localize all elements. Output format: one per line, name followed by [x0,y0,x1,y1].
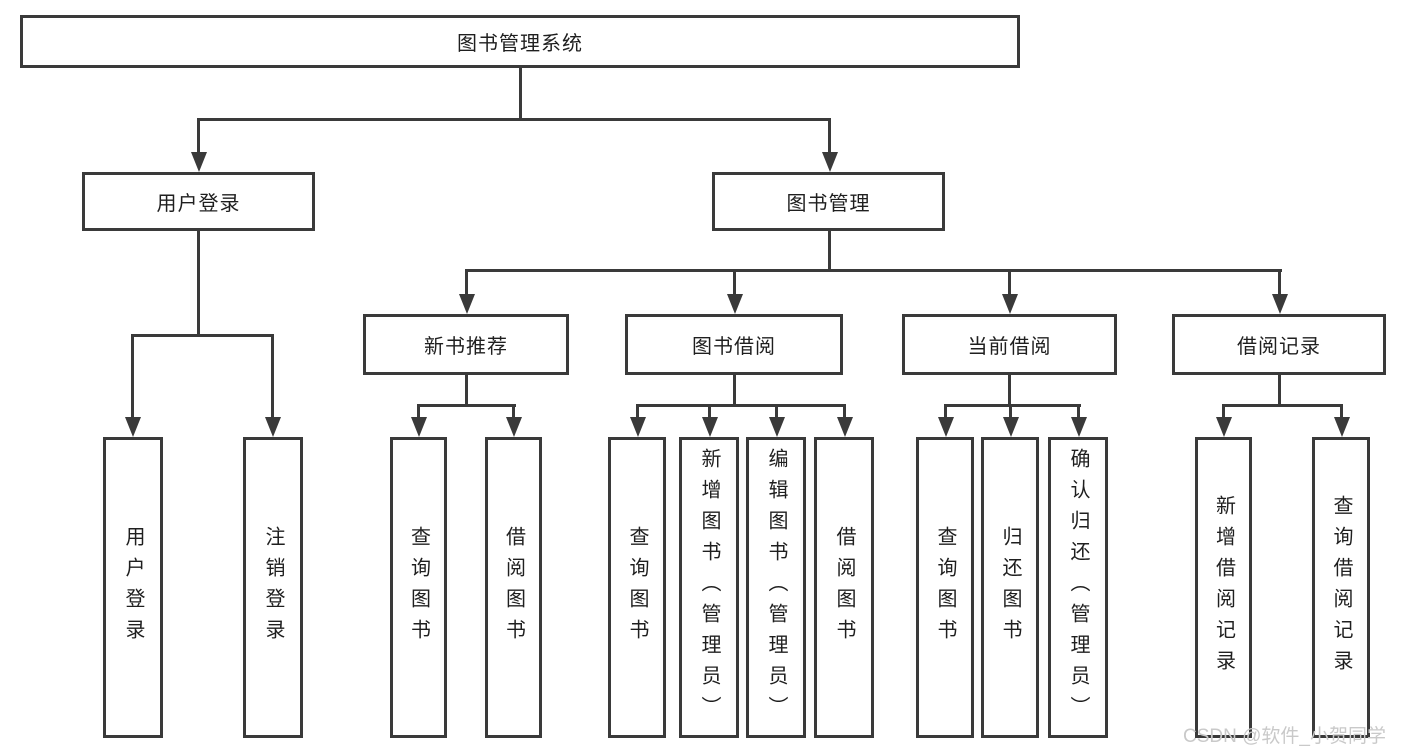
node-label: 新增图书（管理员） [698,448,720,727]
node-label: 图书管理 [786,193,871,215]
leaf-confirm-return-admin: 确认归还（管理员） [1048,437,1108,738]
connector-drop-leaf [1077,404,1080,419]
node-label: 借阅图书 [502,525,525,650]
arrowhead-down-icon [938,417,954,437]
connector-drop-leaf [775,404,778,419]
node-book-management: 图书管理 [712,172,945,231]
node-label: 查询图书 [626,525,648,650]
connector-book-borrow-rail [636,404,846,407]
arrowhead-down-icon [1002,294,1018,314]
node-label: 用户登录 [156,193,241,215]
node-new-book-recommend: 新书推荐 [363,314,569,375]
connector-current-borrow-stem [1008,375,1011,407]
connector-book-mgmt-rail [465,269,1282,272]
leaf-return-books: 归还图书 [981,437,1039,738]
node-label: 借阅记录 [1237,336,1321,358]
arrowhead-down-icon [769,417,785,437]
leaf-add-books-admin: 新增图书（管理员） [679,437,739,738]
arrowhead-down-icon [630,417,646,437]
connector-drop-current-borrow [1008,269,1011,297]
leaf-edit-books-admin: 编辑图书（管理员） [746,437,806,738]
node-label: 查询借阅记录 [1330,494,1352,681]
leaf-query-books-3: 查询图书 [916,437,974,738]
node-label: 图书借阅 [692,336,776,358]
connector-drop-leaf [944,404,947,419]
arrowhead-down-icon [1334,417,1350,437]
connector-drop-leaf [843,404,846,419]
leaf-borrow-books-2: 借阅图书 [814,437,874,738]
node-label: 当前借阅 [967,336,1052,358]
connector-drop-borrow-records [1278,269,1281,297]
node-label: 注销登录 [262,525,284,650]
connector-drop-leaf [1340,404,1343,419]
connector-user-login-stem [197,231,200,337]
arrowhead-down-icon [459,294,475,314]
connector-drop-book-borrow [733,269,736,297]
connector-drop-leaf-user-login [131,334,134,418]
arrowhead-down-icon [837,417,853,437]
arrowhead-down-icon [125,417,141,437]
arrowhead-down-icon [506,417,522,437]
arrowhead-down-icon [1003,417,1019,437]
node-label: 确认归还（管理员） [1067,448,1089,727]
node-label: 新增借阅记录 [1212,494,1235,681]
connector-drop-user-login [197,118,200,155]
connector-drop-new-book-rec [465,269,468,297]
leaf-add-borrow-record: 新增借阅记录 [1195,437,1252,738]
arrowhead-down-icon [702,417,718,437]
arrowhead-down-icon [822,152,838,172]
connector-drop-leaf [512,404,515,419]
arrowhead-down-icon [411,417,427,437]
leaf-query-books-1: 查询图书 [390,437,447,738]
node-label: 查询图书 [934,525,956,650]
connector-root-rail [197,118,831,121]
node-library-management-system: 图书管理系统 [20,15,1020,68]
node-user-login: 用户登录 [82,172,315,231]
arrowhead-down-icon [727,294,743,314]
node-label: 新书推荐 [424,336,508,358]
node-label: 图书管理系统 [457,33,583,55]
leaf-query-books-2: 查询图书 [608,437,666,738]
connector-borrow-records-rail [1222,404,1342,407]
connector-borrow-records-stem [1278,375,1281,407]
node-book-borrowing: 图书借阅 [625,314,843,375]
csdn-watermark: CSDN @软件_小贺同学 [1183,726,1386,747]
node-label: 查询图书 [407,525,430,650]
node-label: 归还图书 [999,525,1021,650]
node-label: 借阅图书 [833,525,855,650]
connector-drop-leaf [708,404,711,419]
connector-drop-book-mgmt [828,118,831,155]
connector-new-book-rec-rail [417,404,516,407]
connector-drop-leaf [417,404,420,419]
connector-drop-leaf-logout [271,334,274,418]
connector-user-login-rail [131,334,274,337]
arrowhead-down-icon [265,417,281,437]
leaf-borrow-books-1: 借阅图书 [485,437,542,738]
connector-book-borrow-stem [733,375,736,407]
connector-drop-leaf [636,404,639,419]
node-label: 用户登录 [122,525,144,650]
connector-drop-leaf [1009,404,1012,419]
arrowhead-down-icon [1216,417,1232,437]
connector-new-book-rec-stem [465,375,468,407]
leaf-query-borrow-record: 查询借阅记录 [1312,437,1370,738]
arrowhead-down-icon [1272,294,1288,314]
connector-drop-leaf [1222,404,1225,419]
connector-current-borrow-rail [944,404,1081,407]
arrowhead-down-icon [191,152,207,172]
connector-book-mgmt-stem [828,231,831,272]
arrowhead-down-icon [1071,417,1087,437]
node-label: 编辑图书（管理员） [765,448,787,727]
node-current-borrowing: 当前借阅 [902,314,1117,375]
leaf-user-login: 用户登录 [103,437,163,738]
node-borrowing-records: 借阅记录 [1172,314,1386,375]
connector-root-stem [519,68,522,120]
leaf-logout: 注销登录 [243,437,303,738]
